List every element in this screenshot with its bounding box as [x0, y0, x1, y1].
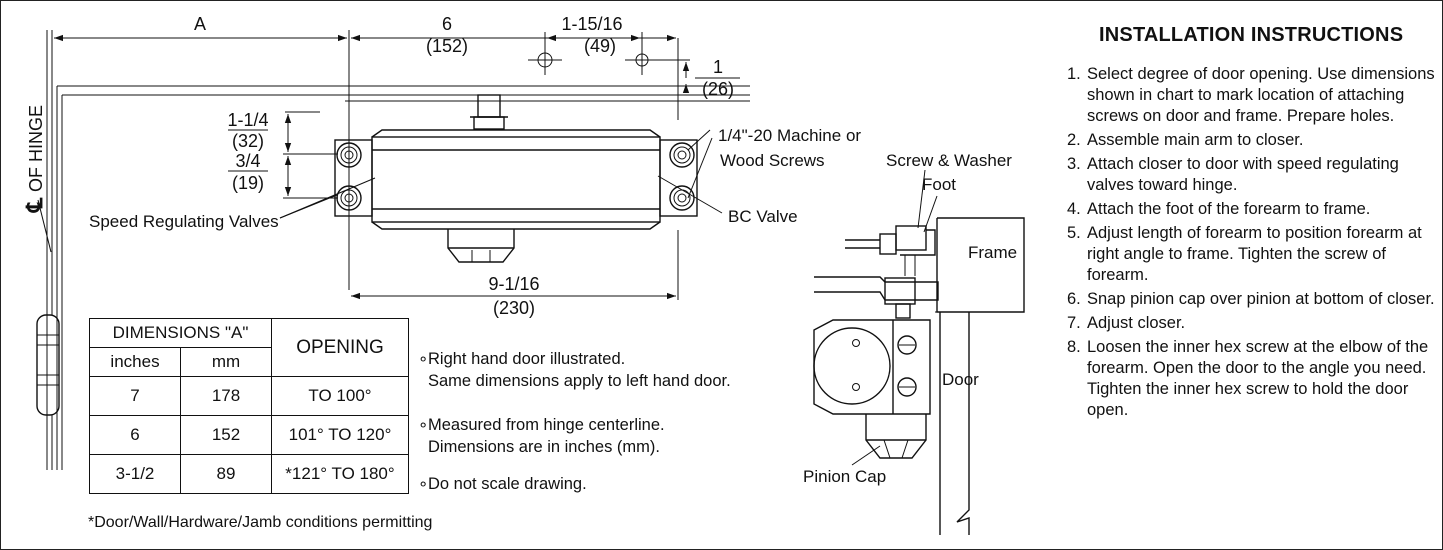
dimension-3-4-mm: (19)	[232, 173, 264, 193]
table-cell-opening: 101° TO 120°	[271, 415, 409, 455]
note-line: Measured from hinge centerline.	[428, 416, 665, 434]
dimensions-table: DIMENSIONS "A" OPENING inches mm 7 178 T…	[89, 318, 409, 494]
screws-label-line1: 1/4"-20 Machine or	[718, 126, 861, 145]
foot-label: Foot	[922, 175, 956, 194]
instruction-step: 6. Snap pinion cap over pinion at bottom …	[1067, 289, 1437, 310]
step-text: Adjust closer.	[1087, 314, 1186, 332]
dimension-1-mm: (26)	[702, 79, 734, 99]
dimension-9-1-16-mm: (230)	[493, 298, 535, 318]
dimension-9-1-16-label: 9-1/16	[488, 274, 539, 294]
dimension-6-mm: (152)	[426, 36, 468, 56]
instruction-step: 7. Adjust closer.	[1067, 313, 1437, 334]
dimension-1-label: 1	[713, 57, 723, 77]
instruction-step: 1. Select degree of door opening. Use dim…	[1067, 64, 1437, 127]
note-measured: ∘ Measured from hinge centerline. Dimens…	[418, 414, 665, 458]
centerline-symbol: ℄	[22, 197, 47, 213]
speed-valves-label: Speed Regulating Valves	[89, 212, 279, 231]
instructions-title: INSTALLATION INSTRUCTIONS	[1099, 24, 1404, 46]
screw-bottom-left-icon	[336, 185, 362, 211]
note-bullet: ∘	[418, 416, 429, 434]
note-scale: ∘ Do not scale drawing.	[418, 473, 587, 495]
note-bullet: ∘	[418, 475, 429, 493]
step-text: Adjust length of forearm to position for…	[1087, 224, 1422, 284]
table-cell-opening: *121° TO 180°	[271, 454, 409, 494]
bc-valve-label: BC Valve	[728, 207, 798, 226]
table-cell-mm: 152	[180, 415, 272, 455]
table-cell-mm: 178	[180, 376, 272, 416]
dimension-a	[51, 30, 350, 290]
step-number: 6.	[1067, 290, 1081, 308]
hinge-label: OF HINGE	[26, 105, 46, 192]
dimension-9-1-16	[351, 230, 679, 300]
instruction-step: 5. Adjust length of forearm to position f…	[1067, 223, 1437, 286]
screw-top-left-icon	[336, 142, 362, 168]
table-header-dimensions: DIMENSIONS "A"	[89, 318, 272, 348]
hinge-barrel	[36, 314, 60, 416]
table-row: 3-1/2 89 *121° TO 180°	[89, 454, 409, 494]
instruction-step: 4. Attach the foot of the forearm to fram…	[1067, 199, 1437, 220]
side-view-assembly	[813, 169, 1025, 535]
screw-washer-label: Screw & Washer	[886, 151, 1012, 170]
step-number: 1.	[1067, 65, 1081, 83]
table-header-opening: OPENING	[271, 318, 409, 377]
closer-leaders	[279, 129, 723, 219]
note-right-hand: ∘ Right hand door illustrated. Same dime…	[418, 348, 731, 392]
step-text: Attach the foot of the forearm to frame.	[1087, 200, 1371, 218]
frame-label: Frame	[968, 243, 1017, 262]
table-cell-inches: 3-1/2	[89, 454, 181, 494]
dimension-1-15-16-mm: (49)	[584, 36, 616, 56]
step-number: 5.	[1067, 224, 1081, 242]
dimension-1	[648, 59, 740, 93]
dimension-1-1-4-label: 1-1/4	[227, 110, 268, 130]
dimension-a-label: A	[194, 14, 206, 34]
table-row: 7 178 TO 100°	[89, 376, 409, 416]
dimension-6-label: 6	[442, 14, 452, 34]
instruction-step: 8. Loosen the inner hex screw at the elbo…	[1067, 337, 1437, 421]
table-cell-mm: 89	[180, 454, 272, 494]
table-cell-opening: TO 100°	[271, 376, 409, 416]
step-number: 8.	[1067, 338, 1081, 356]
table-header-inches: inches	[89, 347, 181, 377]
step-number: 7.	[1067, 314, 1081, 332]
step-number: 4.	[1067, 200, 1081, 218]
note-bullet: ∘	[418, 350, 429, 368]
step-text: Loosen the inner hex screw at the elbow …	[1087, 338, 1429, 419]
note-line: Same dimensions apply to left hand door.	[428, 372, 731, 390]
step-text: Attach closer to door with speed regulat…	[1087, 155, 1399, 194]
step-text: Assemble main arm to closer.	[1087, 131, 1304, 149]
step-number: 3.	[1067, 155, 1081, 173]
table-header-mm: mm	[180, 347, 272, 377]
table-cell-inches: 7	[89, 376, 181, 416]
step-text: Select degree of door opening. Use dimen…	[1087, 65, 1435, 125]
table-row: 6 152 101° TO 120°	[89, 415, 409, 455]
step-text: Snap pinion cap over pinion at bottom of…	[1087, 290, 1435, 308]
note-line: Right hand door illustrated.	[428, 350, 626, 368]
screw-top-right-icon	[669, 142, 695, 168]
note-line: Do not scale drawing.	[428, 475, 587, 493]
footnote: *Door/Wall/Hardware/Jamb conditions perm…	[88, 514, 433, 531]
step-number: 2.	[1067, 131, 1081, 149]
dimension-3-4-label: 3/4	[235, 151, 260, 171]
screws-label-line2: Wood Screws	[720, 151, 825, 170]
instruction-step: 2. Assemble main arm to closer.	[1067, 130, 1437, 151]
dimension-1-15-16-label: 1-15/16	[561, 14, 622, 34]
door-label: Door	[942, 370, 979, 389]
closer-body-top-view	[334, 94, 698, 263]
door-frame-lines	[57, 85, 750, 470]
pinion-cap-label: Pinion Cap	[803, 467, 886, 486]
hinge-centerline	[37, 30, 58, 470]
instructions-list: 1. Select degree of door opening. Use dim…	[1067, 64, 1437, 424]
table-cell-inches: 6	[89, 415, 181, 455]
dimension-6	[351, 34, 679, 120]
note-line: Dimensions are in inches (mm).	[428, 438, 660, 456]
instruction-step: 3. Attach closer to door with speed regul…	[1067, 154, 1437, 196]
dimension-1-1-4-mm: (32)	[232, 131, 264, 151]
